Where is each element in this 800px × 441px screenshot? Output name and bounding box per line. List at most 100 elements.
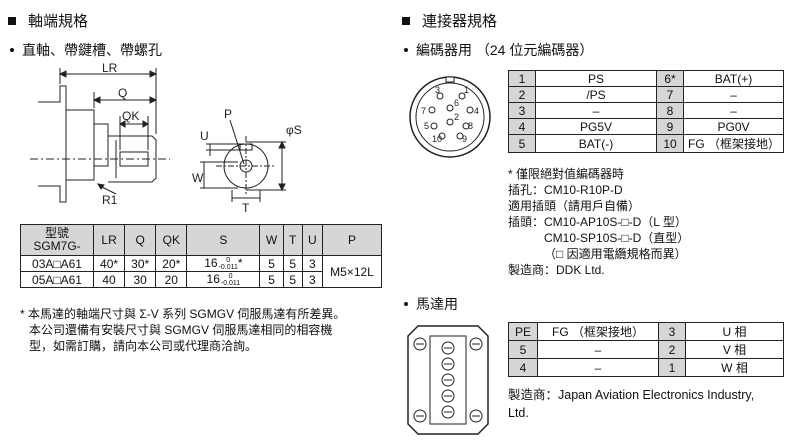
square-bullet-icon — [402, 16, 410, 25]
encoder-connector-drawing: 3 1 7 6 4 2 5 8 10 9 — [409, 76, 491, 158]
table-row: 1 PS 6* BAT(+) — [508, 70, 784, 87]
col-header-w: W — [259, 224, 284, 256]
signal-cell: BAT(+) — [683, 70, 784, 87]
cell-s-value: 16 — [206, 272, 220, 287]
col-header-u: U — [301, 224, 324, 256]
signal-cell: /PS — [535, 86, 657, 103]
pin-number-cell: 4 — [508, 118, 536, 135]
motor-subheading: 馬達用 — [402, 294, 458, 314]
cell-w: 5 — [259, 271, 284, 288]
cell-lr: 40* — [92, 255, 126, 272]
encoder-notes: * 僅限絕對值編碼器時 插孔：CM10-R10P-D 適用插頭（請用戶自備） 插… — [508, 166, 788, 278]
encoder-note-line: 製造商：DDK Ltd. — [508, 263, 605, 277]
tol-lower: -0.011 — [218, 263, 238, 271]
signal-cell: PG0V — [683, 118, 784, 135]
table-row: 3 – 8 – — [508, 102, 784, 119]
cell-model: 05A□A61 — [20, 271, 94, 288]
encoder-note-line: 適用插頭（請用戶自備） — [508, 199, 641, 213]
col-header-lr: LR — [92, 224, 126, 256]
square-bullet-icon — [8, 16, 16, 25]
motor-maker-line: 製造商：Japan Aviation Electronics Industry, — [508, 388, 755, 402]
pin-number: 3 — [435, 85, 440, 95]
signal-cell: FG （框架接地） — [683, 134, 784, 153]
col-header-t: T — [282, 224, 303, 256]
cell-s-star: * — [237, 256, 243, 271]
signal-cell: W 相 — [685, 358, 784, 377]
tol-upper: 0 — [228, 272, 233, 280]
dim-label-w: W — [192, 171, 204, 185]
pin-number-cell: 5 — [508, 134, 536, 153]
tol-lower: -0.011 — [220, 279, 241, 287]
note-line: 本公司還備有安裝尺寸與 SGMGV 伺服馬達相同的相容機 — [29, 323, 333, 337]
cell-q: 30* — [124, 255, 157, 272]
pin-number: 1 — [464, 85, 469, 95]
dim-label-r1: R1 — [102, 193, 118, 207]
bullet-dot-icon — [404, 302, 408, 306]
table-row: 5 – 2 V 相 — [508, 340, 784, 359]
pin-number-cell: 2 — [658, 340, 686, 359]
cell-qk: 20* — [155, 255, 188, 272]
pin-number-cell: 5 — [508, 340, 538, 359]
col-header-p: P — [322, 224, 382, 256]
pin-number-cell: 7 — [656, 86, 684, 103]
connector-heading-text: 連接器規格 — [422, 13, 498, 30]
pin-number-cell: 9 — [656, 118, 684, 135]
pin-number-cell: 3 — [508, 102, 536, 119]
note-line: * 本馬達的軸端尺寸與 Σ-V 系列 SGMGV 伺服馬達有所差異。 — [20, 307, 346, 321]
note-line: 型，如需訂購，請向本公司或代理商洽詢。 — [29, 339, 258, 353]
pin-number-cell: PE — [508, 322, 538, 341]
signal-cell: V 相 — [685, 340, 784, 359]
signal-cell: – — [537, 358, 659, 377]
table-row: 5 BAT(-) 10 FG （框架接地） — [508, 134, 784, 153]
encoder-subheading-text: 編碼器用 （24 位元編碼器） — [416, 42, 594, 58]
signal-cell: BAT(-) — [535, 134, 657, 153]
pin-number-cell: 8 — [656, 102, 684, 119]
table-row: 4 PG5V 9 PG0V — [508, 118, 784, 135]
dim-label-lr: LR — [102, 62, 118, 75]
pin-number-cell: 1 — [658, 358, 686, 377]
encoder-note-line: * 僅限絕對值編碼器時 — [508, 167, 625, 181]
cell-t: 5 — [282, 255, 303, 272]
pin-number-cell: 2 — [508, 86, 536, 103]
encoder-subheading: 編碼器用 （24 位元編碼器） — [402, 40, 593, 60]
tol-upper: 0 — [226, 256, 231, 264]
cell-s: 16 0-0.011* — [186, 255, 261, 272]
table-row: 2 /PS 7 – — [508, 86, 784, 103]
bullet-dot-icon — [10, 48, 14, 52]
dim-label-q: Q — [118, 86, 127, 100]
cell-t: 5 — [282, 271, 303, 288]
signal-cell: – — [537, 340, 659, 359]
encoder-pin-table: 1 PS 6* BAT(+) 2 /PS 7 – 3 – 8 – 4 PG5V … — [508, 70, 784, 153]
col-header-q: Q — [124, 224, 157, 256]
table-row: 4 – 1 W 相 — [508, 358, 784, 377]
cell-s-value: 16 — [204, 256, 218, 271]
pin-number: 7 — [421, 106, 426, 116]
shaft-note: * 本馬達的軸端尺寸與 Σ-V 系列 SGMGV 伺服馬達有所差異。 本公司還備… — [20, 306, 390, 354]
shaft-end-subheading-text: 直軸、帶鍵槽、帶螺孔 — [22, 42, 162, 58]
motor-pin-table: PE FG （框架接地） 3 U 相 5 – 2 V 相 4 – 1 W 相 — [508, 322, 784, 377]
dim-label-t: T — [242, 201, 250, 215]
table-row: PE FG （框架接地） 3 U 相 — [508, 322, 784, 341]
pin-number: 10 — [432, 134, 442, 144]
col-header-model-line1: 型號 — [44, 226, 69, 240]
shaft-dimension-table: 型號 SGM7G- LR Q QK S W T U P 03A□A61 40* … — [20, 224, 382, 288]
table-header-row: 型號 SGM7G- LR Q QK S W T U P — [20, 224, 382, 256]
cell-u: 3 — [301, 271, 324, 288]
encoder-note-line: 插孔：CM10-R10P-D — [508, 183, 623, 197]
pin-number: 8 — [468, 121, 473, 131]
cell-w: 5 — [259, 255, 284, 272]
cell-p: M5×12L — [322, 255, 382, 288]
cell-s-tolerance: 0-0.011 — [221, 273, 240, 287]
shaft-end-subheading: 直軸、帶鍵槽、帶螺孔 — [8, 40, 162, 60]
dim-label-u: U — [200, 129, 209, 143]
pin-number: 2 — [454, 112, 459, 122]
encoder-note-line: 插頭：CM10-AP10S-□-D（L 型） — [508, 215, 687, 229]
cell-lr: 40 — [92, 271, 126, 288]
pin-number-cell: 10 — [656, 134, 684, 153]
cell-model: 03A□A61 — [20, 255, 94, 272]
motor-maker-line: Ltd. — [508, 406, 529, 420]
signal-cell: FG （框架接地） — [537, 322, 659, 341]
pin-number-cell: 3 — [658, 322, 686, 341]
